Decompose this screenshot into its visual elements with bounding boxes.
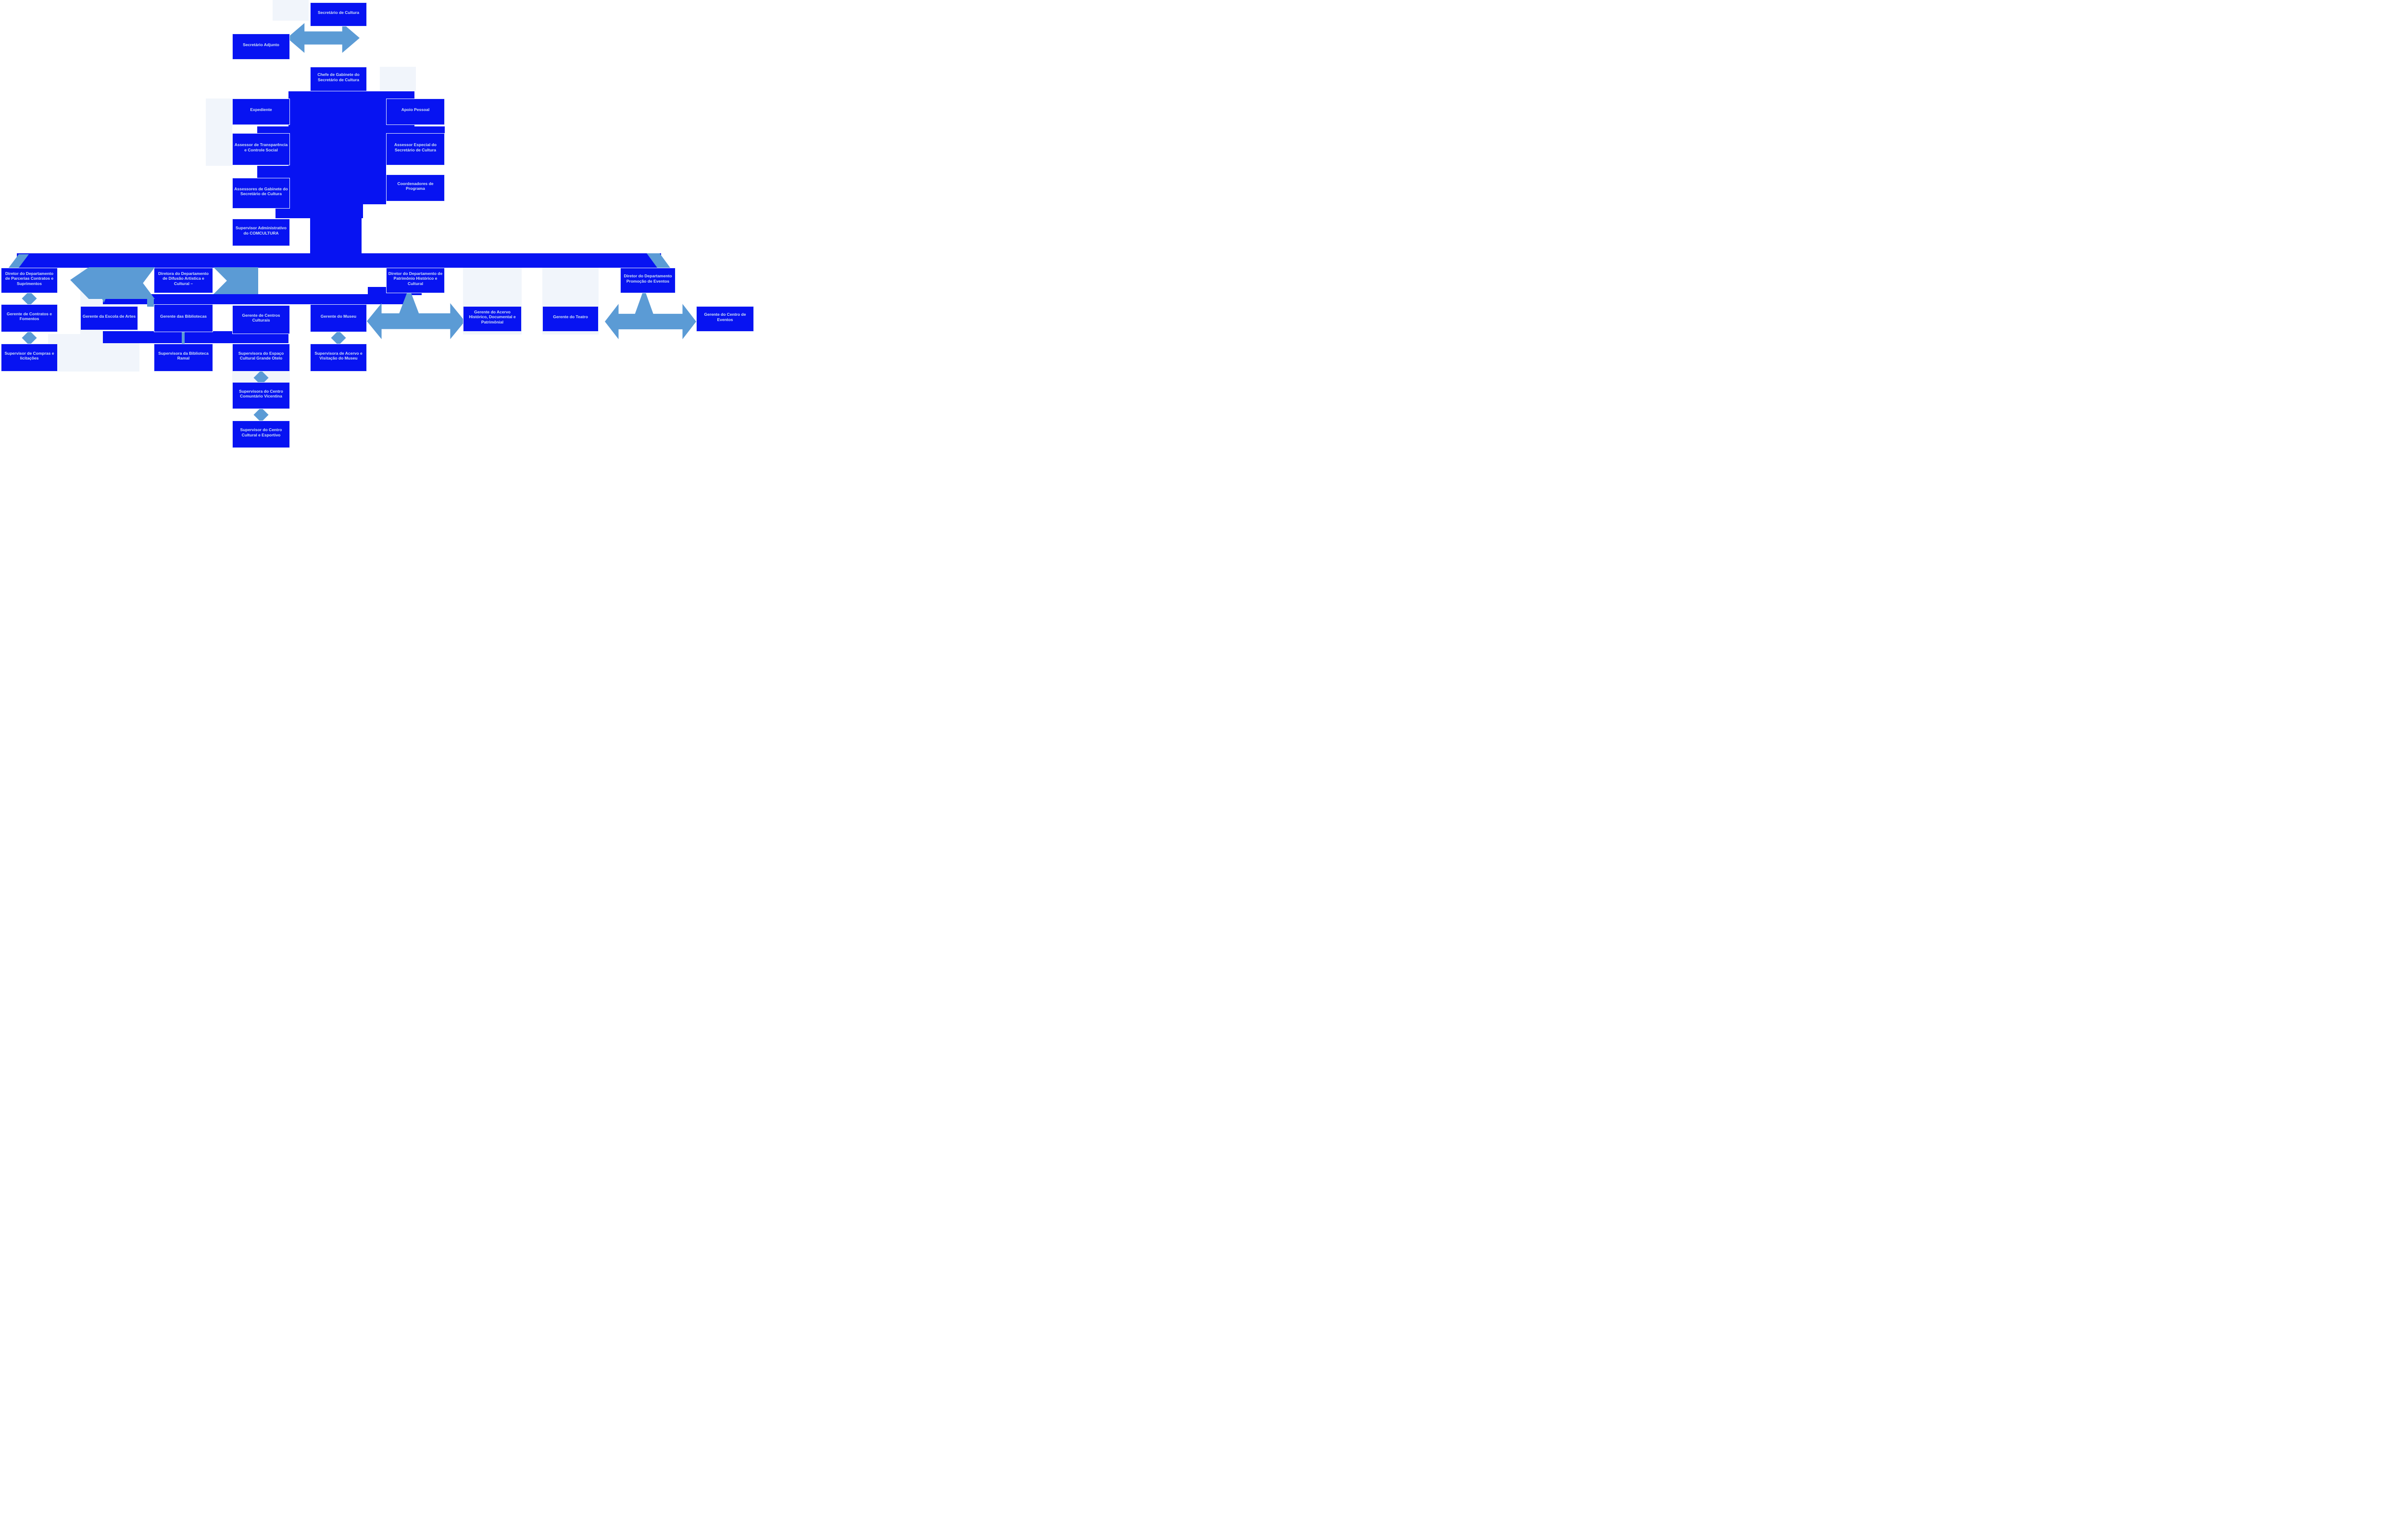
double-arrow-adjunto-icon — [287, 23, 360, 53]
banner-arrow-left-stem — [147, 298, 154, 307]
org-node-supervisor-compras-licitacoes: Supervisor de Compras e licitações — [1, 344, 58, 372]
org-node-gerente-escola-artes: Gerente da Escola de Artes — [80, 306, 138, 330]
org-node-label: Assessor de Transparência e Controle Soc… — [234, 142, 288, 152]
org-node-label: Secretário Adjunto — [243, 42, 279, 47]
connector-gap-bar-1 — [257, 166, 363, 178]
org-node-label: Supervisor de Compras e licitações — [4, 350, 54, 360]
org-node-gerente-acervo-historico: Gerente do Acervo Histórico, Documental … — [463, 306, 522, 332]
org-node-expediente: Expediente — [232, 99, 290, 125]
org-node-label: Supervisora de Acervo e Visitação do Mus… — [314, 350, 363, 360]
ghost-shape — [273, 0, 309, 21]
org-node-label: Assessor Especial do Secretário de Cultu… — [394, 142, 437, 152]
org-node-label: Gerente de Centros Culturais — [242, 312, 280, 323]
diamond-connector-icon — [22, 291, 37, 306]
org-node-supervisora-centro-vicentina: Supervisora do Centro Comuntário Vicenti… — [232, 382, 290, 409]
org-node-assessores-gabinete: Assessores de Gabinete do Secretário de … — [232, 178, 290, 209]
org-node-assessor-transparencia: Assessor de Transparência e Controle Soc… — [232, 133, 290, 165]
org-node-label: Assessores de Gabinete do Secretário de … — [234, 186, 288, 196]
org-node-label: Diretor do Departamento de Parcerias Con… — [5, 271, 54, 286]
org-node-label: Supervisor Administrativo do COMCULTURA — [236, 225, 287, 236]
org-node-supervisora-espaco-grande-otelo: Supervisora do Espaço Cultural Grande Ot… — [232, 344, 290, 372]
compound-arrow-teatro-eventos-icon — [605, 288, 696, 339]
stem-bibliotecas — [182, 332, 185, 344]
diamond-connector-icon — [253, 407, 269, 422]
org-node-label: Supervisora do Espaço Cultural Grande Ot… — [238, 350, 284, 360]
org-node-label: Apoio Pessoal — [401, 107, 430, 112]
org-node-secretario-adjunto: Secretário Adjunto — [232, 34, 290, 60]
org-node-diretora-difusao: Diretora do Departamento de Difusão Arti… — [154, 268, 213, 293]
org-node-label: Diretor do Departamento de Patrimônio Hi… — [388, 271, 443, 286]
org-node-diretor-promocao-eventos: Diretor do Departamento Promoção de Even… — [620, 268, 676, 293]
org-node-supervisora-acervo-visitacao: Supervisora de Acervo e Visitação do Mus… — [310, 344, 367, 372]
org-node-label: Gerente do Teatro — [553, 314, 588, 320]
connector-gap-bar-2 — [275, 198, 363, 218]
org-node-gerente-centros-culturais: Gerente de Centros Culturais — [232, 305, 290, 334]
org-node-label: Supervisor do Centro Cultural e Esportiv… — [240, 427, 282, 437]
banner-arrow-left-difusao-icon — [70, 267, 155, 299]
connector-manager-band — [103, 294, 411, 304]
org-node-label: Diretora do Departamento de Difusão Arti… — [158, 271, 209, 286]
org-node-gerente-contratos-fomentos: Gerente de Contratos e Fomentos — [1, 304, 58, 332]
org-node-label: Gerente das Bibliotecas — [160, 313, 207, 319]
org-node-chefe-de-gabinete: Chefe de Gabinete do Secretário de Cultu… — [310, 67, 367, 91]
org-node-label: Coordenadores de Programa — [397, 181, 434, 191]
org-node-label: Expediente — [250, 107, 272, 112]
org-node-gerente-centro-eventos: Gerente do Centro de Eventos — [696, 306, 754, 332]
connector-central-stem — [310, 218, 362, 254]
org-node-diretor-parcerias: Diretor do Departamento de Parcerias Con… — [1, 268, 58, 293]
org-node-secretario-de-cultura: Secretário de Cultura — [310, 2, 367, 26]
banner-arrow-right-difusao-icon — [213, 267, 258, 294]
org-node-gerente-teatro: Gerente do Teatro — [542, 306, 599, 332]
org-node-label: Supervisora do Centro Comuntário Vicenti… — [239, 388, 283, 398]
diamond-connector-icon — [22, 330, 37, 346]
org-node-label: Gerente do Acervo Histórico, Documental … — [469, 310, 516, 324]
org-node-gerente-bibliotecas: Gerente das Bibliotecas — [154, 304, 213, 332]
org-chart: Secretário de Cultura Secretário Adjunto… — [0, 0, 754, 448]
diamond-connector-icon — [331, 330, 346, 346]
org-node-supervisor-centro-esportivo: Supervisor do Centro Cultural e Esportiv… — [232, 421, 290, 448]
org-node-label: Supervisora da Biblioteca Ramal — [158, 350, 209, 360]
org-node-apoio-pessoal: Apoio Pessoal — [386, 99, 445, 125]
org-node-coordenadores-programa: Coordenadores de Programa — [386, 174, 445, 201]
org-node-supervisora-biblioteca-ramal: Supervisora da Biblioteca Ramal — [154, 344, 213, 372]
org-node-label: Gerente do Museu — [320, 313, 357, 319]
org-node-gerente-museu: Gerente do Museu — [310, 304, 367, 332]
org-node-label: Gerente de Contratos e Fomentos — [7, 311, 52, 321]
org-node-assessor-especial: Assessor Especial do Secretário de Cultu… — [386, 133, 445, 165]
connector-right-column — [363, 96, 386, 204]
ghost-shape — [206, 99, 232, 166]
org-node-label: Secretário de Cultura — [318, 10, 359, 15]
connector-main-band — [17, 253, 661, 268]
org-node-diretor-patrimonio: Diretor do Departamento de Patrimônio Hi… — [386, 268, 445, 293]
org-node-label: Gerente do Centro de Eventos — [704, 312, 746, 322]
org-node-label: Gerente da Escola de Artes — [82, 313, 136, 319]
ghost-shape — [380, 67, 416, 91]
org-node-label: Diretor do Departamento Promoção de Even… — [624, 273, 672, 284]
org-node-supervisor-comcultura: Supervisor Administrativo do COMCULTURA — [232, 219, 290, 246]
org-node-label: Chefe de Gabinete do Secretário de Cultu… — [317, 72, 360, 82]
